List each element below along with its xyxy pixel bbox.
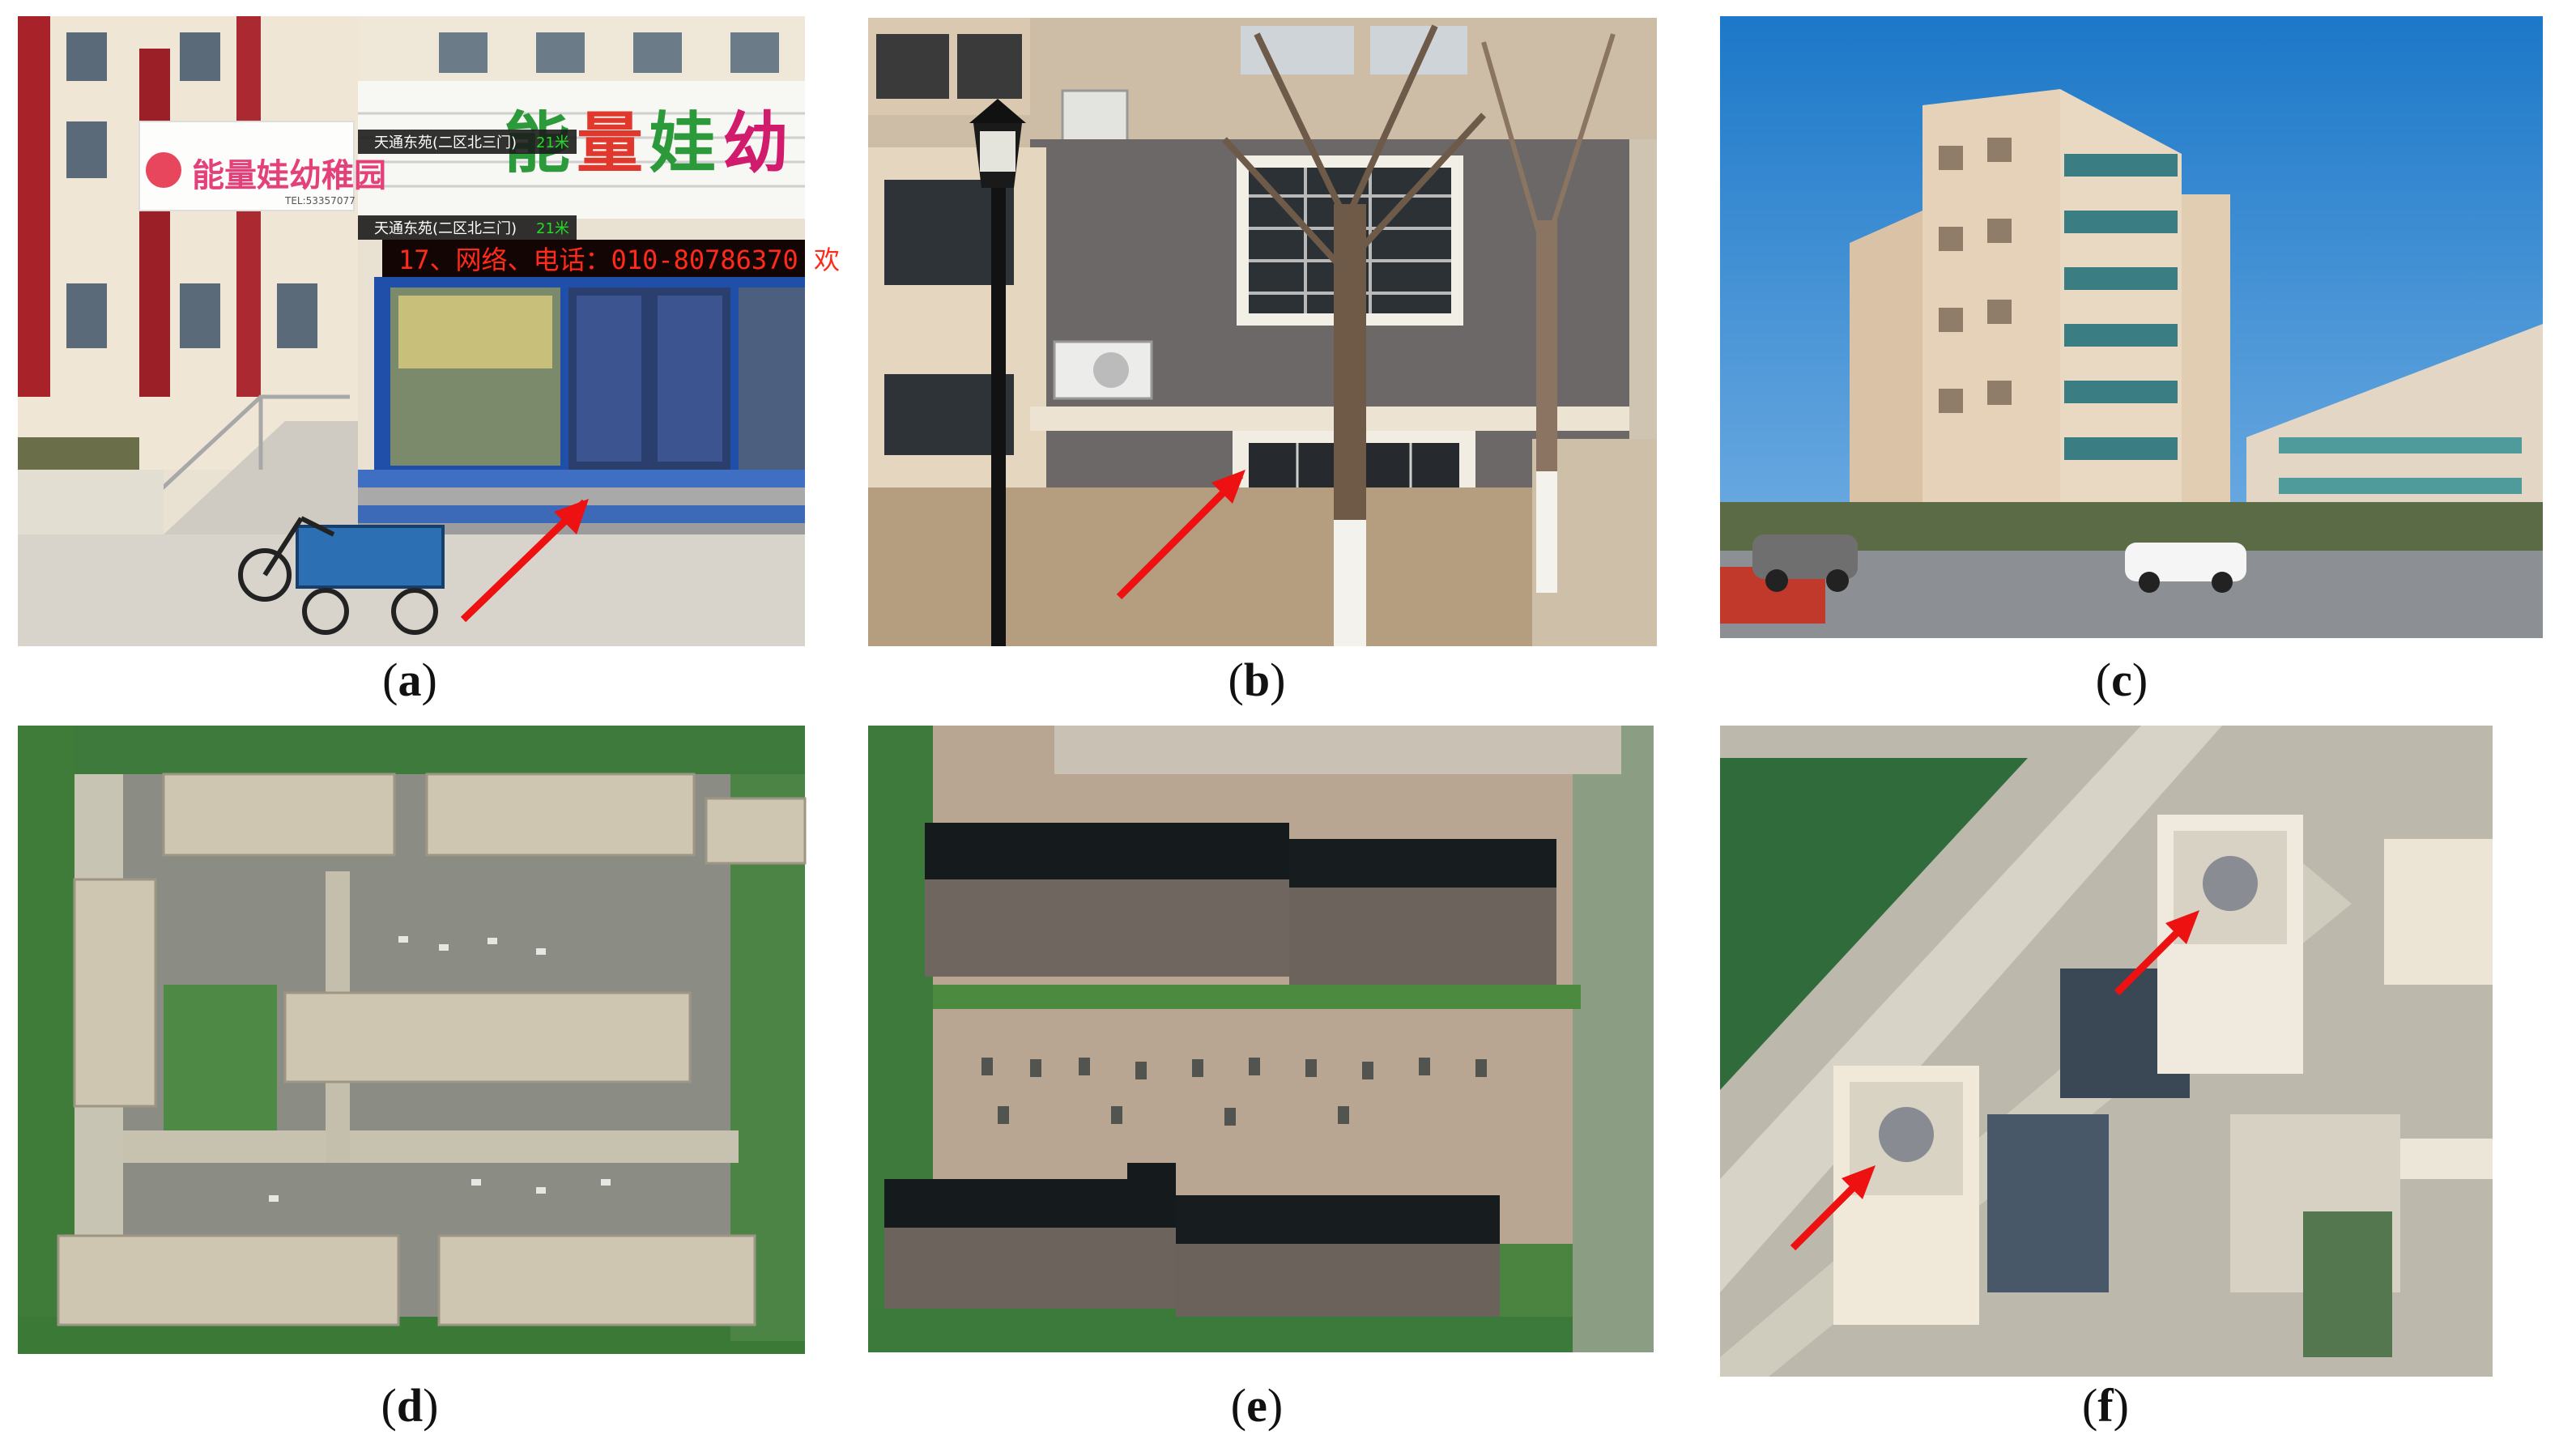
panel-a-photo: 能 量 娃 幼 能量娃幼稚园 TEL:53357077 天通东苑(二区北三门) … <box>18 16 840 646</box>
panel-b-photo <box>868 18 1657 646</box>
caption-d: (d) <box>381 1379 439 1432</box>
panel-f-scene <box>1720 726 2493 1377</box>
panel-b-scene <box>868 18 1657 646</box>
svg-text:天通东苑(二区北三门): 天通东苑(二区北三门) <box>374 220 517 237</box>
caption-b: (b) <box>1228 653 1286 706</box>
svg-text:量: 量 <box>577 105 643 182</box>
panel-b-arrow <box>1116 472 1244 600</box>
svg-text:TEL:53357077: TEL:53357077 <box>284 195 356 206</box>
svg-text:21米: 21米 <box>536 220 569 237</box>
caption-c: (c) <box>2095 653 2148 706</box>
caption-a: (a) <box>382 653 437 706</box>
panel-d-photo <box>18 726 807 1354</box>
svg-text:17、网络、电话：010-80786370 欢: 17、网络、电话：010-80786370 欢 <box>398 245 840 275</box>
panel-d-scene <box>18 726 807 1354</box>
panel-a-scene: 能 量 娃 幼 能量娃幼稚园 TEL:53357077 天通东苑(二区北三门) … <box>18 16 840 646</box>
panel-e-photo <box>868 726 1654 1352</box>
panel-f-photo <box>1720 726 2493 1377</box>
svg-text:21米: 21米 <box>536 134 569 151</box>
svg-text:天通东苑(二区北三门): 天通东苑(二区北三门) <box>374 134 517 151</box>
svg-text:能量娃幼稚园: 能量娃幼稚园 <box>192 157 386 194</box>
panel-c-scene <box>1720 16 2543 638</box>
panel-c-photo <box>1720 16 2543 638</box>
svg-text:幼: 幼 <box>722 105 789 182</box>
panel-e-scene <box>868 726 1654 1352</box>
svg-text:娃: 娃 <box>649 105 716 182</box>
caption-f: (f) <box>2082 1379 2129 1432</box>
caption-e: (e) <box>1230 1379 1284 1432</box>
